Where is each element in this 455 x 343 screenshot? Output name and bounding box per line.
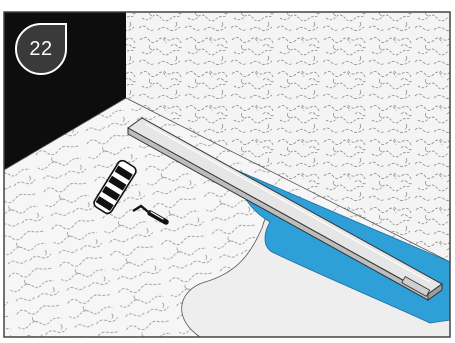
step-badge-shape (16, 24, 66, 74)
